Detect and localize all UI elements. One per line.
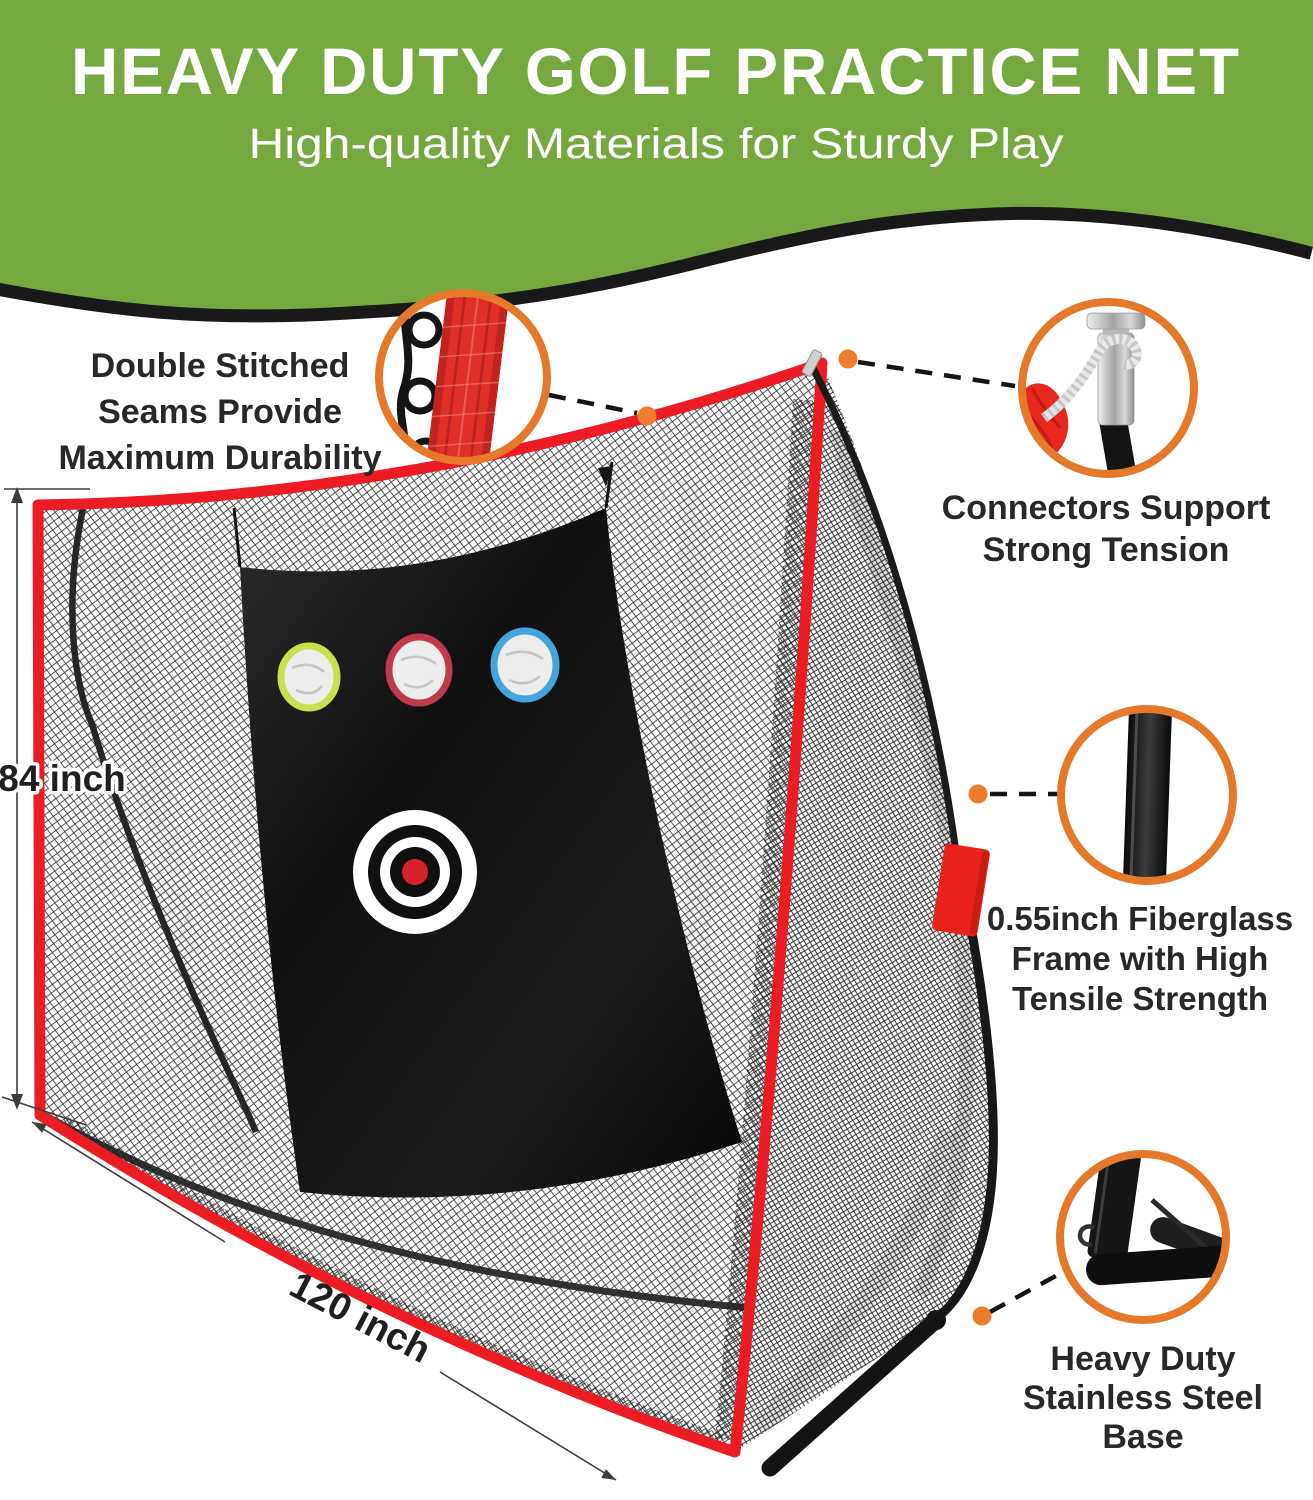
seam-detail-callout: Double Stitched Seams Provide Maximum Du…: [58, 289, 657, 477]
base-label-line3: Base: [1102, 1418, 1183, 1456]
seam-label-line3: Maximum Durability: [58, 439, 381, 477]
net-side-mesh: [735, 363, 994, 1452]
pole-sleeve: [932, 843, 990, 937]
connector-anchor-dot: [838, 349, 858, 369]
base-bar: [761, 1311, 945, 1477]
base-anchor-dot: [972, 1306, 992, 1326]
connector-label-line2: Strong Tension: [983, 531, 1230, 569]
connector-callout-label: Connectors Support Strong Tension: [942, 489, 1271, 569]
frame-detail-art: [1122, 709, 1173, 881]
base-leader-line: [988, 1270, 1065, 1314]
connector-detail-callout: Connectors Support Strong Tension: [838, 298, 1271, 569]
height-arrow-bottom: [11, 1094, 23, 1110]
frame-detail-callout: 0.55inch Fiberglass Frame with High Tens…: [968, 705, 1293, 1017]
base-label-line1: Heavy Duty: [1050, 1340, 1235, 1378]
panel-tie-knot: [598, 466, 612, 487]
width-arrow-start: [32, 1122, 47, 1133]
page-subtitle: High-quality Materials for Sturdy Play: [249, 120, 1065, 168]
connector-label-line1: Connectors Support: [942, 489, 1271, 527]
header-band: HEAVY DUTY GOLF PRACTICE NET High-qualit…: [0, 0, 1313, 323]
base-joint: [926, 1310, 946, 1330]
seam-label-line2: Seams Provide: [98, 393, 342, 431]
target-panel-cloth: [240, 508, 742, 1198]
corner-connector: [801, 349, 823, 377]
frame-anchor-dot: [968, 784, 988, 804]
seam-leader-line: [548, 392, 638, 416]
pocket-red: [385, 633, 453, 707]
connector-detail-art: [1022, 312, 1146, 474]
base-detail-art: [1077, 1154, 1226, 1286]
frame-pole: [761, 349, 998, 1477]
panel-tie-left: [232, 507, 242, 568]
frame-label-line2: Frame with High: [1012, 940, 1269, 977]
seam-label-line1: Double Stitched: [91, 347, 350, 385]
header-band-green: [0, 0, 1313, 310]
pocket-green: [277, 642, 341, 712]
frame-label-line3: Tensile Strength: [1012, 980, 1268, 1017]
bullseye-target: [353, 810, 477, 934]
seam-callout-label: Double Stitched Seams Provide Maximum Du…: [58, 347, 381, 477]
golf-net: [32, 349, 998, 1477]
width-arrow-end: [601, 1469, 616, 1480]
frame-label-line1: 0.55inch Fiberglass: [987, 900, 1293, 937]
connector-leader-line: [857, 359, 1016, 389]
height-dimension-label: 84 inch: [0, 758, 126, 799]
pocket-blue: [490, 627, 560, 703]
base-detail-callout: Heavy Duty Stainless Steel Base: [972, 1150, 1263, 1456]
target-panel: [232, 461, 742, 1198]
frame-callout-label: 0.55inch Fiberglass Frame with High Tens…: [987, 900, 1293, 1017]
seam-anchor-dot: [637, 406, 657, 426]
panel-tie-right: [604, 461, 614, 509]
base-label-line2: Stainless Steel: [1023, 1379, 1263, 1417]
base-callout-label: Heavy Duty Stainless Steel Base: [1023, 1340, 1263, 1456]
height-arrow-top: [11, 487, 23, 503]
width-dimension: [31, 1121, 617, 1481]
page-title: HEAVY DUTY GOLF PRACTICE NET: [71, 34, 1241, 108]
